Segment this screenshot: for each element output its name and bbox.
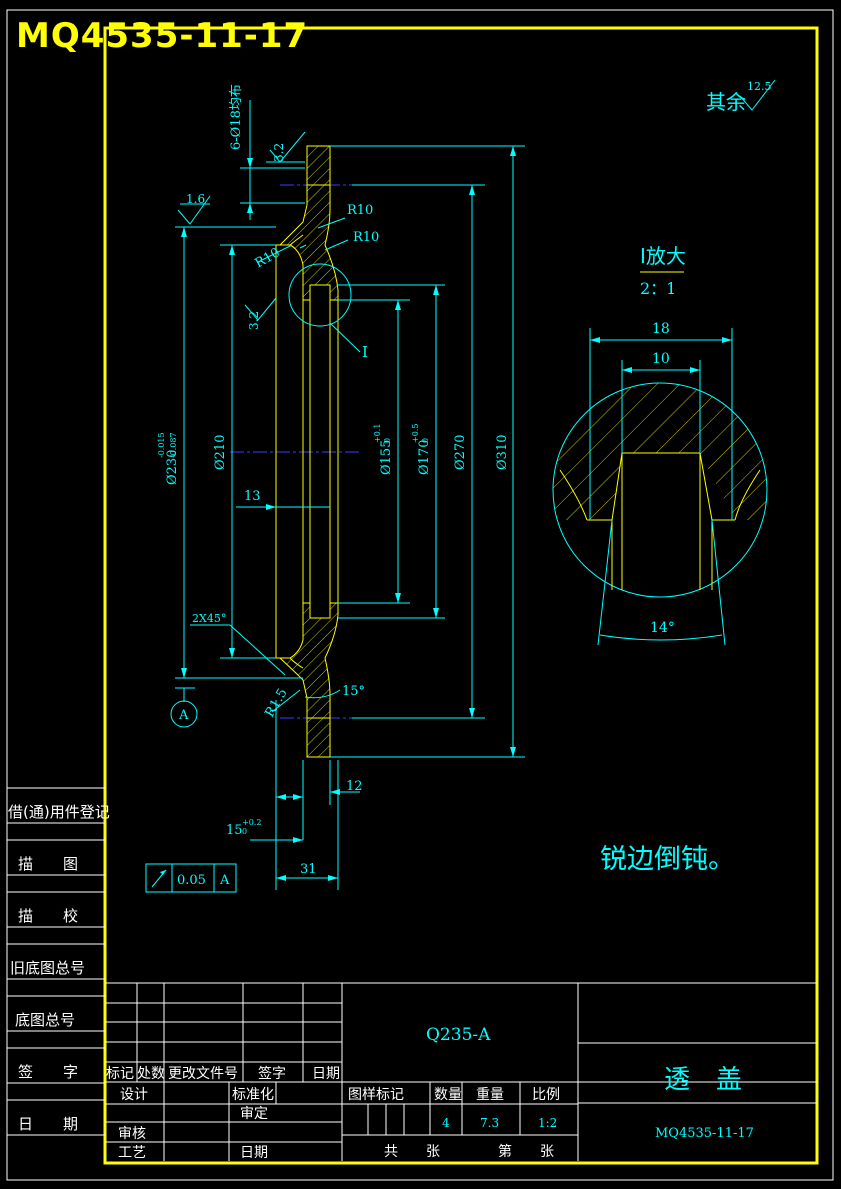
diameter-dim: Ø310 [495,435,510,470]
material: Q235-A [426,1025,491,1045]
weight-label: 重量 [476,1087,504,1103]
angle-dim: 15° [342,684,365,699]
roughness-value: 3.2 [272,143,286,162]
radius-dim: R10 [253,245,283,271]
diameter-dim: Ø210 [213,435,228,470]
datum-label: A [178,708,189,723]
row-label: 工艺 [118,1145,146,1161]
sheets-total: 共 张 [384,1144,440,1160]
geometric-tolerance-frame: 0.05 A [145,863,237,893]
left-registration-column [7,787,105,1136]
detail-marker: I [362,343,368,361]
radius-dim: R10 [353,230,379,245]
tolerance-low: 0 [421,438,430,443]
detail-title: I放大 [640,244,686,268]
width-dim: 12 [346,779,363,794]
diameter-dim: Ø155 [379,440,394,475]
row-label: 标准化 [232,1087,274,1103]
part-name: 透 盖 [664,1065,742,1095]
qty-label: 数量 [434,1087,462,1103]
width-dim: 15 [226,823,243,838]
radius-dim: R1.5 [262,686,290,720]
tolerance-low: 0 [383,438,392,443]
qty-value: 4 [442,1116,450,1130]
reg-item: 描 校 [18,907,78,925]
detail-angle: 14° [650,620,675,636]
row-label: 日期 [240,1145,268,1161]
roughness-other-label: 其余 [706,90,746,114]
sheet-number: 第 张 [498,1143,554,1160]
section-view: I [145,79,776,893]
diameter-dim: Ø270 [453,435,468,470]
width-dim: 31 [300,862,317,877]
stage-label: 图样标记 [348,1087,404,1103]
drawing-number: MQ4535-11-17 [655,1126,754,1141]
tolerance-up: +0.5 [411,424,420,443]
roughness-value: 3.2 [247,311,261,330]
reg-item: 描 图 [18,855,78,873]
scale-value: 1:2 [538,1116,557,1130]
radius-dim: R10 [347,203,373,218]
diameter-dim: Ø230 [165,450,180,485]
edge-note: 锐边倒钝。 [600,844,735,875]
tolerance-value: 0.05 [177,873,206,888]
hole-pattern-note: 6-Ø18均布 [229,84,244,150]
diameter-dim: Ø170 [417,440,432,475]
rev-header: 更改文件号 [168,1066,238,1082]
scale-label: 比例 [532,1087,560,1103]
detail-width-outer: 18 [652,321,670,337]
roughness-other-value: 12.5 [747,80,772,93]
title-block [105,982,817,1161]
tolerance-datum: A [219,873,230,888]
reg-item: 旧底图总号 [10,959,85,977]
row-label: 设计 [120,1087,148,1103]
detail-view: I放大 2：1 [552,244,768,646]
tolerance-up: -0.015 [157,432,166,458]
rev-header: 标记 [106,1066,134,1082]
tolerance-up: +0.1 [373,424,382,443]
reg-item: 借(通)用件登记 [8,803,110,821]
reg-item: 日 期 [18,1115,78,1133]
rev-header: 签字 [258,1065,286,1082]
reg-item: 签 字 [18,1063,78,1081]
tolerance-low: -0.087 [169,432,178,458]
reg-item: 底图总号 [15,1011,75,1029]
row-label: 审定 [240,1106,268,1122]
detail-width-inner: 10 [652,351,670,367]
drawing-border [103,26,819,1165]
rev-header: 处数 [137,1066,165,1082]
weight-value: 7.3 [480,1116,499,1130]
row-label: 审核 [118,1126,146,1142]
tolerance-up: +0.2 [242,818,261,827]
rev-header: 日期 [312,1066,340,1082]
header-drawing-number: MQ4535-11-17 [16,16,308,56]
width-dim: 13 [244,489,261,504]
detail-scale: 2：1 [640,279,676,298]
chamfer-note: 2X45° [192,612,226,625]
roughness-value: 1.6 [186,192,205,206]
outer-frame [6,9,834,1181]
tolerance-low: 0 [242,827,247,836]
